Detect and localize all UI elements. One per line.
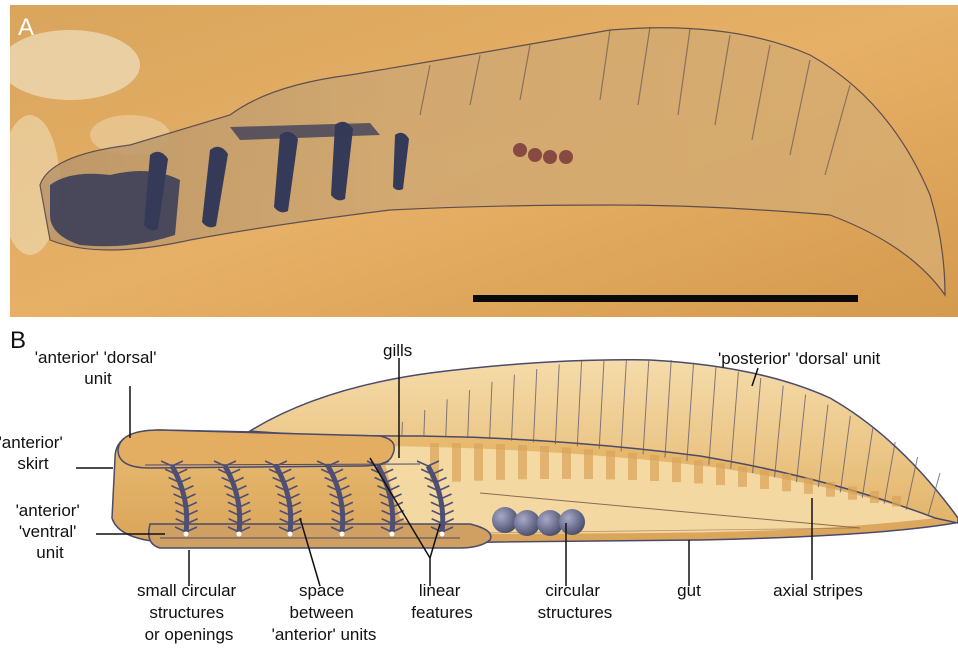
axial-stripe <box>628 453 637 480</box>
label-anterior-ventral-unit: 'anterior' 'ventral' unit <box>16 501 85 562</box>
panel-b-diagram: B <box>0 318 958 649</box>
axial-stripe <box>760 470 769 489</box>
axial-stripe <box>716 463 725 485</box>
axial-stripe <box>672 458 681 483</box>
panel-a-photo: A <box>10 5 958 317</box>
axial-stripe <box>782 474 791 492</box>
axial-stripe <box>870 491 879 503</box>
axial-stripe <box>540 446 549 479</box>
panel-b-letter: B <box>10 327 26 354</box>
label-anterior-dorsal-unit: 'anterior' 'dorsal' unit <box>35 348 161 388</box>
reconstruction-svg: B <box>0 318 958 649</box>
label-axial-stripes: axial stripes <box>773 581 863 600</box>
axial-stripe <box>452 443 461 482</box>
fossil-photo: A <box>10 5 958 317</box>
axial-stripe <box>650 455 659 481</box>
axial-stripe <box>804 478 813 494</box>
panel-a-letter: A <box>18 14 34 41</box>
axial-stripe <box>892 496 901 507</box>
label-posterior-dorsal-unit: 'posterior' 'dorsal' unit <box>718 349 881 368</box>
label-gills: gills <box>383 341 412 360</box>
axial-stripe <box>694 460 703 483</box>
axial-stripe <box>518 445 527 479</box>
axial-stripe <box>738 467 747 487</box>
label-gut: gut <box>677 581 701 600</box>
label-circular-structures: circular structures <box>538 581 613 622</box>
axial-stripe <box>606 451 615 480</box>
label-space-between-units: space between 'anterior' units <box>272 581 377 644</box>
axial-stripe <box>826 482 835 497</box>
axial-stripe <box>496 444 505 480</box>
axial-stripe <box>848 486 857 499</box>
axial-stripe <box>562 447 571 479</box>
label-linear-features: linear features <box>411 581 472 622</box>
label-small-circular-structures: small circular structures or openings <box>137 581 241 644</box>
anterior-dorsal-unit <box>118 430 394 468</box>
label-anterior-skirt: 'anterior' skirt <box>0 433 67 473</box>
axial-stripe <box>474 443 483 480</box>
axial-stripe <box>584 449 593 479</box>
scale-bar <box>473 295 858 302</box>
